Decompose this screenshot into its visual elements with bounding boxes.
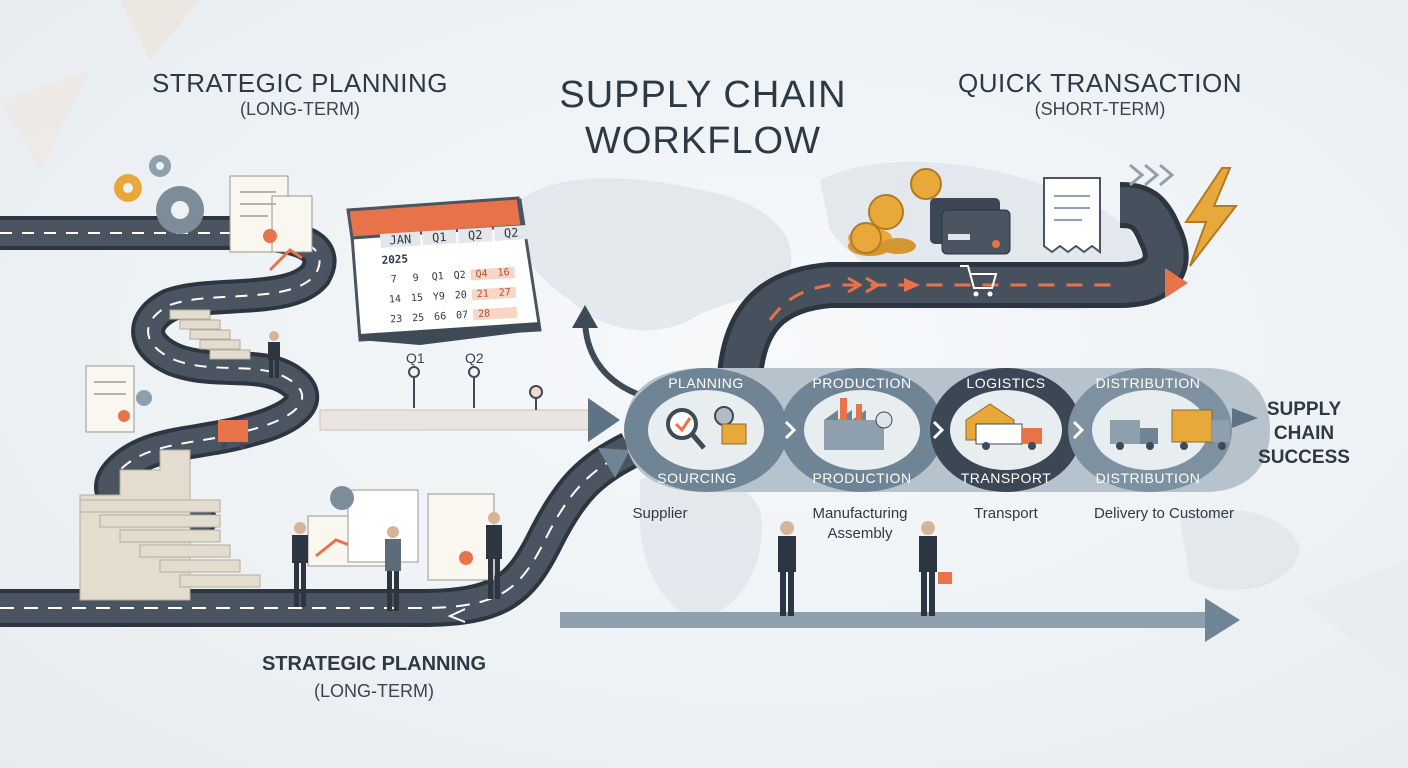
success-line-1: SUPPLY: [1266, 399, 1342, 420]
stage-3-caption: Transport: [974, 505, 1038, 522]
calendar-header-cell: Q1: [421, 229, 457, 246]
timeline-label-q2: Q2: [465, 350, 484, 366]
calendar-day-cell: 20: [454, 289, 468, 302]
lightning-icon: [1184, 167, 1239, 267]
magnifier-icon: [666, 408, 706, 450]
receipt-icon: [1043, 177, 1101, 254]
document-icon: [229, 175, 313, 272]
strategic-road: [0, 216, 639, 627]
factory-icon: [824, 398, 893, 450]
heading-text: STRATEGIC PLANNING: [151, 68, 449, 98]
heading-text: QUICK TRANSACTION: [958, 68, 1242, 98]
calendar-day-cell: 16: [492, 266, 515, 280]
calendar-day-cell: [494, 306, 518, 320]
warehouse-truck-icon: [965, 403, 1042, 450]
timeline-arrow: [319, 366, 620, 442]
calendar-day-cell: 66: [433, 311, 447, 323]
stage-3-top-label: LOGISTICS: [966, 375, 1046, 391]
heading-text: STRATEGIC PLANNING: [261, 653, 487, 675]
person-icon: [292, 512, 952, 616]
success-line-2: CHAIN: [1273, 423, 1335, 444]
stage-1-bottom-label: SOURCING: [657, 470, 737, 486]
stage-1-top-label: PLANNING: [668, 375, 744, 391]
chart-board-icon: [307, 486, 495, 581]
credit-card-icon: [930, 198, 1011, 255]
gear-icon: [114, 155, 204, 234]
stage-3-bottom-label: TRANSPORT: [960, 470, 1052, 486]
calendar-day-cell: Q1: [431, 271, 445, 283]
staircase-icon: [79, 449, 261, 601]
calendar-day-cell: Q4: [470, 268, 493, 281]
background-shapes: [0, 0, 200, 170]
curved-arrow: [572, 305, 642, 398]
calendar-day-cell: 14: [388, 293, 402, 306]
calendar-day-cell: Q2: [453, 269, 467, 282]
strategic-heading-bottom: STRATEGIC PLANNING (LONG-TERM): [262, 652, 486, 702]
gear-icon: [714, 406, 747, 445]
stage-4-caption: Delivery to Customer: [1093, 505, 1235, 522]
quick-transaction-road: [717, 163, 1189, 378]
calendar-header-cell: Q2: [493, 224, 529, 242]
caption-line-1: Manufacturing: [812, 505, 908, 522]
strategic-heading-top: STRATEGIC PLANNING (LONG-TERM): [152, 68, 448, 120]
coin-icon: [848, 168, 942, 256]
calendar-day-cell: 25: [411, 312, 425, 325]
calendar-header-cell: Q2: [457, 227, 493, 244]
document-icon: [85, 365, 152, 433]
person-icon: [268, 331, 280, 378]
stage-1-caption: Supplier: [632, 505, 688, 522]
shopping-cart-icon: [960, 265, 998, 297]
stage-2-caption: Manufacturing Assembly: [812, 504, 907, 544]
stage-4-top-label: DISTRIBUTION: [1095, 375, 1201, 391]
calendar-day-cell: 21: [471, 288, 495, 301]
success-line-3: SUCCESS: [1258, 447, 1350, 468]
calendar-day-cell: 15: [410, 292, 424, 305]
calendar-header-cell: JAN: [380, 231, 421, 248]
delivery-truck-icon: [1110, 409, 1230, 450]
heading-subtext: (LONG-TERM): [313, 681, 434, 701]
calendar-day-cell: 27: [493, 286, 517, 300]
stage-2-bottom-label: PRODUCTION: [812, 470, 912, 486]
heading-subtext: (SHORT-TERM): [1034, 99, 1166, 119]
heading-subtext: (LONG-TERM): [239, 99, 360, 119]
calendar-day-cell: 28: [472, 308, 496, 321]
calendar-day-cell: 07: [455, 309, 469, 322]
calendar-year: 2025: [381, 252, 409, 267]
calendar-day-cell: 23: [389, 313, 403, 326]
staircase-icon: [169, 309, 251, 360]
calendar-day-cell: Y9: [432, 291, 446, 303]
supply-chain-success-label: SUPPLY CHAIN SUCCESS: [1258, 398, 1350, 470]
calendar-day-cell: 7: [390, 274, 398, 286]
stage-2-top-label: PRODUCTION: [812, 375, 912, 391]
diagram-title: SUPPLY CHAIN WORKFLOW: [559, 72, 846, 164]
title-line-1: SUPPLY CHAIN: [559, 74, 847, 116]
quick-transaction-heading: QUICK TRANSACTION (SHORT-TERM): [958, 68, 1242, 120]
caption-line-2: Assembly: [827, 525, 893, 542]
timeline-label-q1: Q1: [406, 350, 425, 366]
cart-icon: [218, 420, 248, 449]
calendar-day-cell: 9: [412, 272, 420, 285]
stage-4-bottom-label: DISTRIBUTION: [1095, 470, 1201, 486]
title-line-2: WORKFLOW: [585, 120, 821, 162]
bottom-long-arrow: [560, 598, 1240, 642]
